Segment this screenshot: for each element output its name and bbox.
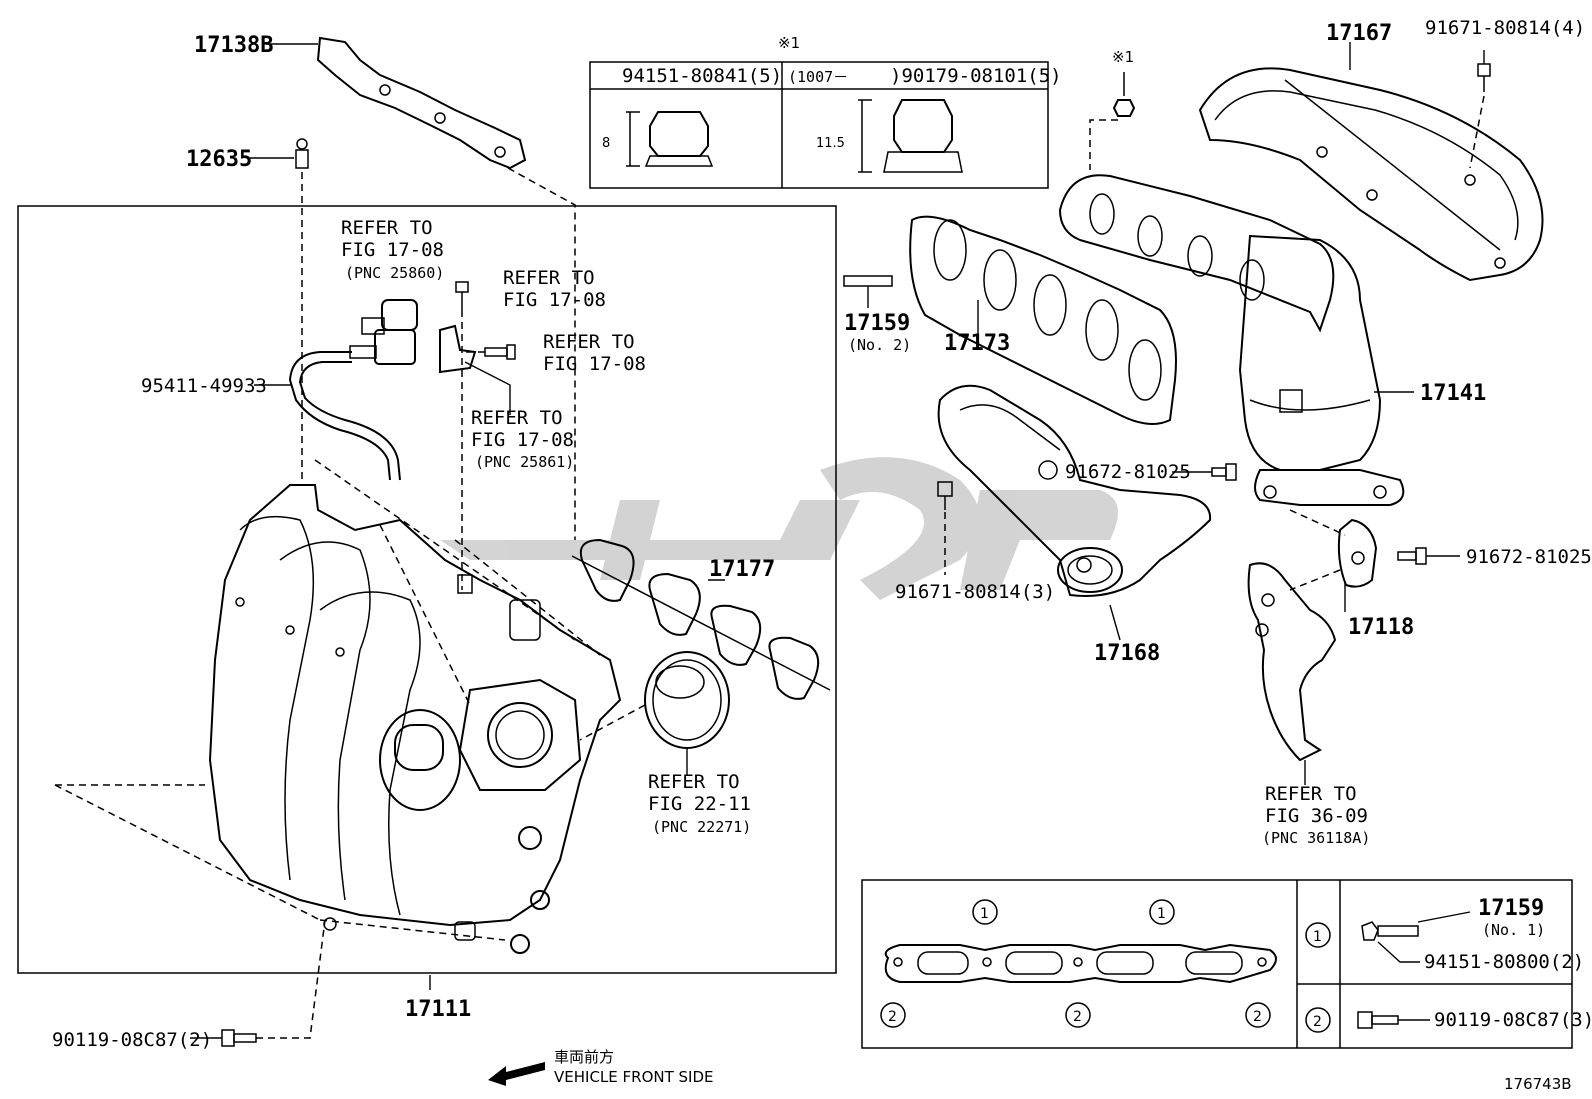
part-17141-exhaust-manifold [1058, 174, 1405, 506]
gasket-variant-table [861, 879, 1573, 1049]
gasket-table-circle2-a: 2 [888, 1009, 897, 1025]
refer-6-line3: (PNC 36118A) [1262, 829, 1370, 847]
gasket-table-circle2-c: 2 [1253, 1009, 1262, 1025]
bolt-90119-left [221, 1029, 257, 1047]
refer-2-line2: FIG 17-08 [503, 289, 606, 311]
refer-5-line1: REFER TO [648, 771, 740, 793]
bolt-91671-b [937, 481, 953, 510]
part-17111-intake-manifold [208, 484, 622, 954]
throttle-body-gasket [644, 651, 730, 749]
callout-17138B: 17138B [194, 33, 273, 58]
refer-6-line1: REFER TO [1265, 783, 1357, 805]
exhaust-nut [1112, 99, 1136, 117]
part-12635-stud [295, 138, 309, 169]
vehicle-front-arrow [488, 1062, 545, 1086]
refer-5-line2: FIG 22-11 [648, 793, 751, 815]
vacuum-hose [288, 351, 391, 481]
bolt-91672-a [1211, 463, 1237, 481]
callout-91672-a: 91672-81025 [1065, 461, 1191, 483]
gasket-table-circle2-b: 2 [1073, 1009, 1082, 1025]
gasket-table-row1-circle: 1 [1313, 929, 1322, 945]
callout-91672-b: 91672-81025 [1466, 546, 1592, 568]
front-label-jp: 車両前方 [554, 1048, 614, 1066]
nut-table-mark: ※1 [778, 34, 800, 52]
refer-1-line2: FIG 17-08 [341, 239, 444, 261]
vacuum-switching-valve [349, 299, 418, 365]
gasket-table-circle1-b: 1 [1157, 906, 1166, 922]
gasket-table-17159: 17159 [1478, 896, 1544, 921]
refer-4-line2: FIG 17-08 [471, 429, 574, 451]
gasket-table-17159-no: (No. 1) [1482, 921, 1545, 939]
part-17118-bracket [1247, 518, 1378, 762]
nut-table-col1-height: 8 [602, 136, 610, 151]
part-17167-heat-insulator [1198, 67, 1544, 282]
refer-4-line3: (PNC 25861) [475, 453, 574, 471]
refer-1-line3: (PNC 25860) [345, 264, 444, 282]
catalog-number: 176743B [1504, 1075, 1572, 1093]
callout-note-mark: ※1 [1112, 48, 1134, 66]
refer-1-line1: REFER TO [341, 217, 433, 239]
bolt-refer-3 [484, 344, 516, 360]
refer-3-line1: REFER TO [543, 331, 635, 353]
gasket-table-circle1-a: 1 [980, 906, 989, 922]
intake-frame [17, 205, 837, 974]
bolt-91672-b [1397, 547, 1427, 565]
refer-4-line1: REFER TO [471, 407, 563, 429]
nut-table-col2-height: 11.5 [816, 136, 845, 151]
callout-17159: 17159 [844, 311, 910, 336]
callout-90119-left: 90119-08C87(2) [52, 1029, 212, 1051]
bolt-91671-top [1477, 63, 1491, 92]
callout-91671-b: 91671-80814(3) [895, 581, 1055, 603]
gasket-table-row2-circle: 2 [1313, 1014, 1322, 1030]
vsv-bracket [439, 324, 477, 374]
refer-5-line3: (PNC 22271) [652, 818, 751, 836]
part-17177-gasket [571, 538, 831, 700]
callout-17177: 17177 [709, 557, 775, 582]
front-label-en: VEHICLE FRONT SIDE [554, 1068, 714, 1086]
gasket-table-94151: 94151-80800(2) [1424, 951, 1584, 973]
bolt-refer-2 [455, 281, 469, 310]
callout-17168: 17168 [1094, 641, 1160, 666]
callout-95411: 95411-49933 [141, 375, 267, 397]
watermark [440, 457, 1118, 600]
callout-17167: 17167 [1326, 21, 1392, 46]
nut-table-col2-part: )90179-08101(5) [890, 65, 1062, 87]
part-17173-exhaust-gasket [909, 215, 1177, 425]
part-17168-lower-insulator [937, 384, 1212, 597]
nut-table-col1-part: 94151-80841(5) [622, 65, 782, 87]
callout-17173: 17173 [944, 331, 1010, 356]
callout-91671-top: 91671-80814(4) [1425, 17, 1585, 39]
part-17138B-bracket [316, 36, 527, 170]
callout-12635: 12635 [186, 147, 252, 172]
refer-2-line1: REFER TO [503, 267, 595, 289]
refer-3-line2: FIG 17-08 [543, 353, 646, 375]
refer-6-line2: FIG 36-09 [1265, 805, 1368, 827]
callout-17111: 17111 [405, 997, 471, 1022]
nut-spec-table [589, 61, 1049, 189]
callout-17141: 17141 [1420, 381, 1486, 406]
part-17159-stud [843, 275, 893, 287]
gasket-table-90119: 90119-08C87(3) [1434, 1009, 1592, 1031]
nut-table-col2-range: (1007－ [788, 68, 848, 86]
callout-17159-no: (No. 2) [848, 336, 911, 354]
callout-17118: 17118 [1348, 615, 1414, 640]
